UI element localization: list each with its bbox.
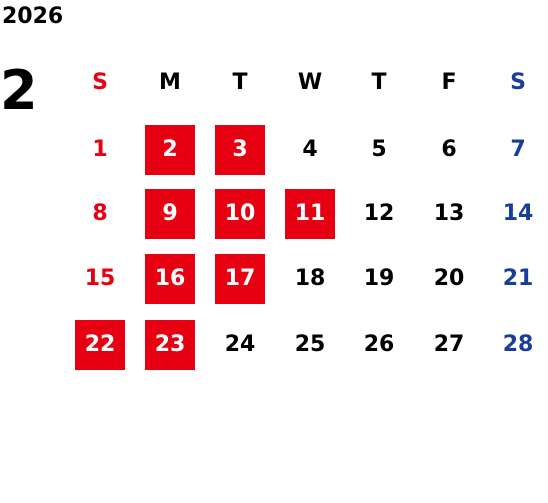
day-cell: 5: [371, 137, 387, 162]
weekday-header-monday: M: [159, 70, 181, 95]
day-cell-highlighted: 22: [75, 320, 125, 370]
day-cell: 15: [84, 266, 116, 291]
day-cell: 28: [502, 332, 534, 357]
day-cell: 20: [433, 266, 465, 291]
day-cell: 4: [302, 137, 318, 162]
day-cell-highlighted: 17: [215, 254, 265, 304]
weekday-header-sunday: S: [92, 70, 108, 95]
day-cell-highlighted: 2: [145, 125, 195, 175]
weekday-header-friday: F: [441, 70, 457, 95]
day-cell: 25: [294, 332, 326, 357]
day-cell: 8: [92, 201, 108, 226]
month-number: 2: [0, 59, 38, 122]
day-cell: 21: [502, 266, 534, 291]
day-cell-highlighted: 3: [215, 125, 265, 175]
day-cell: 27: [433, 332, 465, 357]
day-cell: 19: [363, 266, 395, 291]
weekday-header-saturday: S: [510, 70, 526, 95]
day-cell: 13: [433, 201, 465, 226]
day-cell: 18: [294, 266, 326, 291]
day-cell: 7: [510, 137, 526, 162]
day-cell: 1: [92, 137, 108, 162]
day-cell: 24: [224, 332, 256, 357]
day-cell-highlighted: 16: [145, 254, 195, 304]
day-cell: 12: [363, 201, 395, 226]
day-cell-highlighted: 23: [145, 320, 195, 370]
weekday-header-thursday: T: [371, 70, 387, 95]
weekday-header-wednesday: W: [297, 70, 323, 95]
year-label: 2026: [2, 4, 64, 29]
day-cell-highlighted: 10: [215, 189, 265, 239]
day-cell-highlighted: 11: [285, 189, 335, 239]
day-cell: 26: [363, 332, 395, 357]
day-cell-highlighted: 9: [145, 189, 195, 239]
day-cell: 6: [441, 137, 457, 162]
weekday-header-tuesday: T: [232, 70, 248, 95]
day-cell: 14: [502, 201, 534, 226]
